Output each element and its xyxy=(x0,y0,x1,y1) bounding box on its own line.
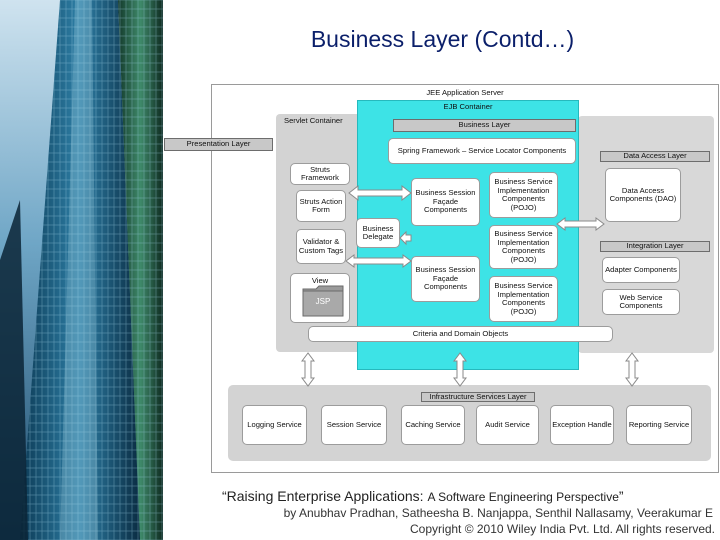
book-title-caption: “Raising Enterprise Applications: A Soft… xyxy=(222,488,720,504)
audit-service-box: Audit Service xyxy=(476,405,539,445)
slide-title: Business Layer (Contd…) xyxy=(310,26,575,52)
book-subtitle: A Software Engineering Perspective xyxy=(427,490,619,504)
presentation-layer-bar: Presentation Layer xyxy=(164,138,273,151)
service-impl-box-2: Business Service Implementation Componen… xyxy=(489,225,558,269)
arrow-impl-to-dao xyxy=(556,217,605,231)
business-delegate-box: Business Delegate xyxy=(356,218,400,248)
logging-service-box: Logging Service xyxy=(242,405,307,445)
book-title-close-quote: ” xyxy=(618,488,624,504)
arrow-servlet-to-infra xyxy=(301,352,315,387)
arrow-resource-to-infra xyxy=(625,352,639,387)
servlet-container-label: Servlet Container xyxy=(284,116,343,126)
jee-server-label: JEE Application Server xyxy=(426,88,504,98)
arrow-view-to-facade xyxy=(345,254,412,268)
struts-framework-box: Struts Framework xyxy=(290,163,350,185)
web-service-components-box: Web Service Components xyxy=(602,289,680,315)
ejb-container-label: EJB Container xyxy=(443,101,493,111)
business-layer-bar: Business Layer xyxy=(393,119,576,132)
jsp-label: JSP xyxy=(315,296,331,306)
data-access-components-box: Data Access Components (DAO) xyxy=(605,168,681,222)
validator-custom-tags-box: Validator & Custom Tags xyxy=(296,229,346,264)
service-impl-box-3: Business Service Implementation Componen… xyxy=(489,276,558,322)
reporting-service-box: Reporting Service xyxy=(626,405,692,445)
adapter-components-box: Adapter Components xyxy=(602,257,680,283)
jsp-folder-icon xyxy=(302,285,344,317)
exception-handle-box: Exception Handle xyxy=(550,405,614,445)
copyright-caption: Copyright © 2010 Wiley India Pvt. Ltd. A… xyxy=(410,522,715,536)
arrow-delegate-to-facade-2 xyxy=(399,230,412,246)
integration-layer-bar: Integration Layer xyxy=(600,241,710,252)
building-photo xyxy=(0,0,163,540)
spring-framework-box: Spring Framework – Service Locator Compo… xyxy=(388,138,576,164)
arrow-action-form-to-facade xyxy=(348,184,412,202)
session-facade-box-1: Business Session Façade Components xyxy=(411,178,480,226)
data-access-layer-bar: Data Access Layer xyxy=(600,151,710,162)
criteria-domain-objects-box: Criteria and Domain Objects xyxy=(308,326,613,342)
service-impl-box-1: Business Service Implementation Componen… xyxy=(489,172,558,218)
caching-service-box: Caching Service xyxy=(401,405,465,445)
session-facade-box-2: Business Session Façade Components xyxy=(411,256,480,302)
arrow-ejb-to-infra xyxy=(453,352,467,387)
book-title: “Raising Enterprise Applications: xyxy=(222,488,428,504)
session-service-box: Session Service xyxy=(321,405,387,445)
infrastructure-layer-bar: Infrastructure Services Layer xyxy=(421,392,535,402)
view-label: View xyxy=(311,276,329,285)
authors-caption: by Anubhav Pradhan, Satheesha B. Nanjapp… xyxy=(283,506,713,520)
struts-action-form-box: Struts Action Form xyxy=(296,190,346,222)
